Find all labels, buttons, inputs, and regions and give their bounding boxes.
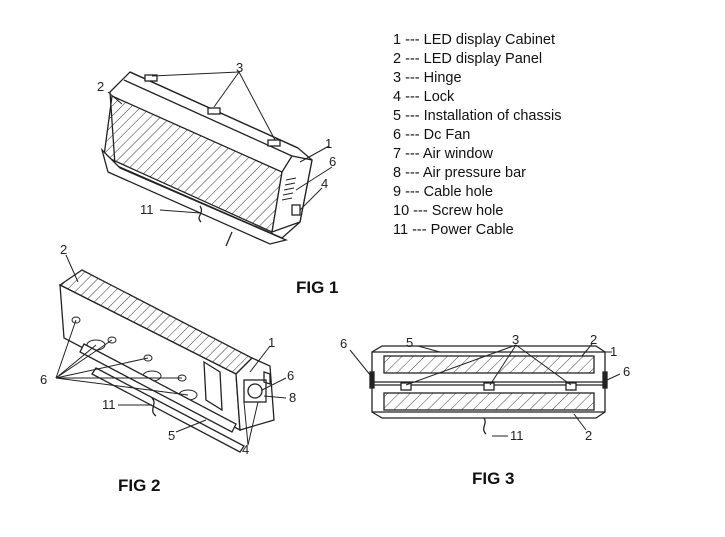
legend-item: 1 --- LED display Cabinet <box>393 32 556 48</box>
legend-item: 5 --- Installation of chassis <box>393 108 562 124</box>
fig2-callouts: 2 1 6 6 8 11 5 4 <box>40 242 296 457</box>
fig2-callout-11: 11 <box>102 397 116 412</box>
fig1-callout-11: 11 <box>140 202 154 217</box>
fig1-callout-3: 3 <box>236 60 243 75</box>
fig2-callout-1: 1 <box>268 335 275 350</box>
fig1-drawing <box>100 71 313 247</box>
legend-item: 10 --- Screw hole <box>393 203 504 219</box>
fig1-callout-1: 1 <box>325 136 332 151</box>
fig2-callout-5: 5 <box>168 428 175 443</box>
legend-item: 3 --- Hinge <box>393 70 462 86</box>
fig1-callout-4: 4 <box>321 176 328 191</box>
legend-item: 7 --- Air window <box>393 146 493 162</box>
fig3-callout-2b: 2 <box>585 428 592 443</box>
fig2-callout-2: 2 <box>60 242 67 257</box>
fig1-callout-6: 6 <box>329 154 336 169</box>
fig2-callout-6b: 6 <box>287 368 294 383</box>
fig2-label: FIG 2 <box>118 476 161 495</box>
fig3-label: FIG 3 <box>472 469 515 488</box>
legend-item: 9 --- Cable hole <box>393 184 493 200</box>
legend-item: 11 --- Power Cable <box>393 222 514 238</box>
parts-legend: 1 --- LED display Cabinet 2 --- LED disp… <box>393 31 561 240</box>
fig2-callout-8: 8 <box>289 390 296 405</box>
fig3-callout-1: 1 <box>610 344 617 359</box>
fig3-callout-6b: 6 <box>623 364 630 379</box>
fig3-callout-3: 3 <box>512 332 519 347</box>
fig3-callout-2a: 2 <box>590 332 597 347</box>
fig1-callouts: 2 3 1 6 4 11 <box>97 60 336 217</box>
fig3-callouts: 6 5 3 2 1 6 11 2 <box>340 332 630 443</box>
fig3-callout-11: 11 <box>510 428 524 443</box>
fig1-label: FIG 1 <box>296 278 339 297</box>
fig2-callout-4: 4 <box>242 442 249 457</box>
fig1-leaders <box>107 71 333 214</box>
fig2-leaders <box>55 254 287 446</box>
fig2-drawing <box>58 269 275 453</box>
legend-item: 4 --- Lock <box>393 89 455 105</box>
fig3-callout-6a: 6 <box>340 336 347 351</box>
legend-item: 8 --- Air pressure bar <box>393 165 526 181</box>
fig3-callout-5: 5 <box>406 335 413 350</box>
fig3-drawing <box>369 345 608 435</box>
fig1-callout-2: 2 <box>97 79 104 94</box>
fig2-callout-6a: 6 <box>40 372 47 387</box>
legend-item: 2 --- LED display Panel <box>393 51 543 67</box>
fig3-leaders <box>349 343 621 437</box>
legend-item: 6 --- Dc Fan <box>393 127 471 143</box>
